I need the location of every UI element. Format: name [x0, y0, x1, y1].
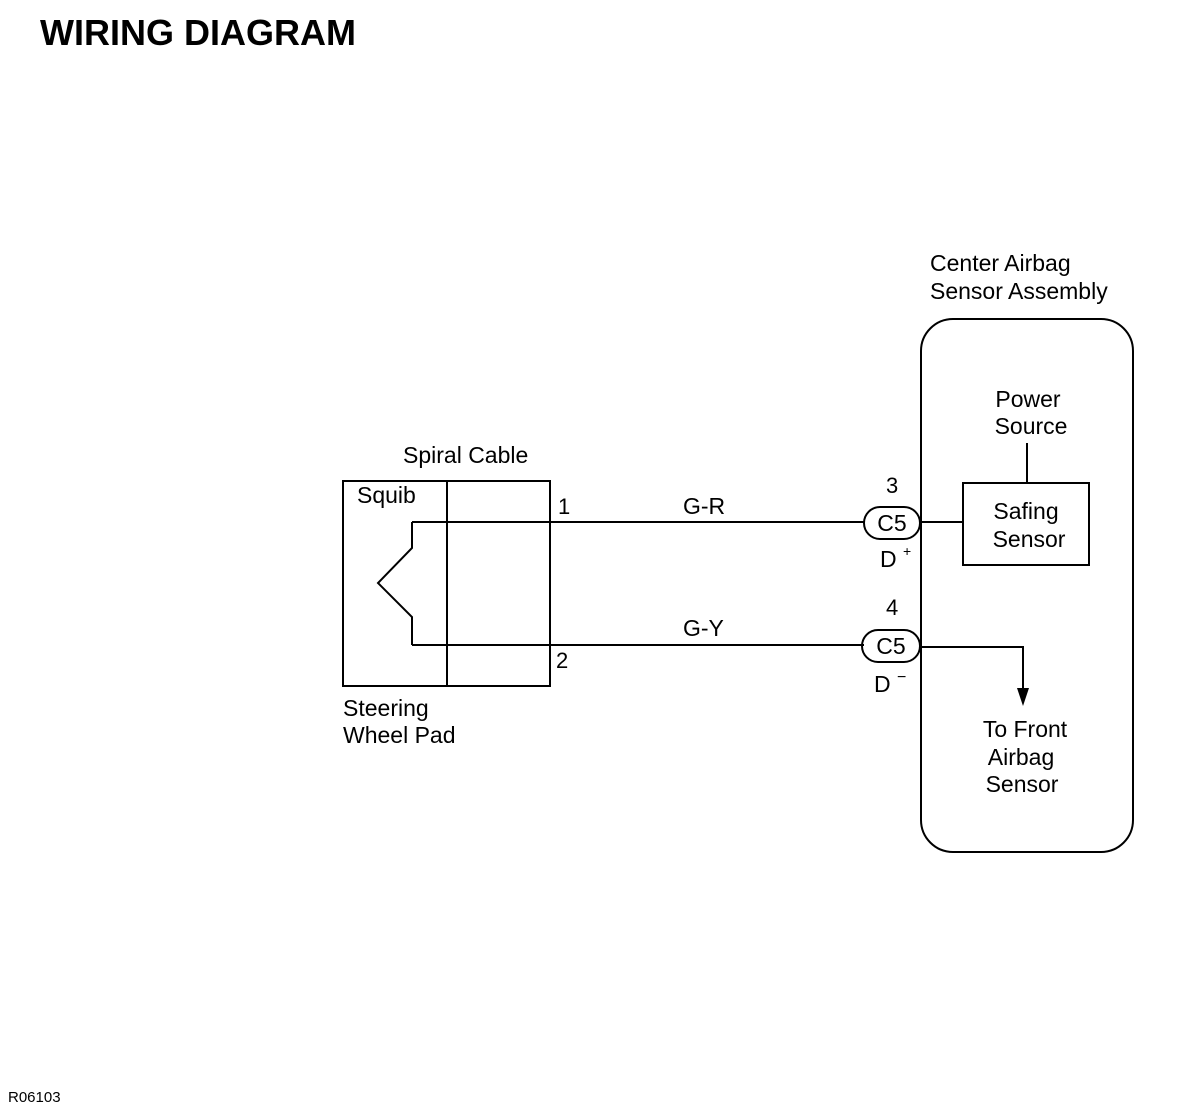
front-airbag-sensor-label-line2: Airbag — [988, 744, 1054, 770]
front-airbag-sensor-label-line1: To Front — [983, 716, 1068, 742]
down-arrow-icon — [1017, 688, 1029, 706]
center-airbag-sensor-label-line2: Sensor Assembly — [930, 278, 1108, 304]
wire-g-r: 1 G-R C5 3 D + — [412, 473, 921, 572]
front-airbag-sensor-line — [921, 646, 1024, 690]
pin-1-label: 1 — [558, 494, 570, 519]
terminal-minus-sign: − — [897, 669, 906, 686]
wire-g-y-color-label: G-Y — [683, 615, 724, 641]
connector-c5-label: C5 — [877, 510, 906, 536]
terminal-d-plus-label: D — [880, 546, 897, 572]
center-airbag-sensor-assembly: Center Airbag Sensor Assembly Power Sour… — [920, 250, 1134, 853]
pin-2-label: 2 — [556, 648, 568, 673]
pin-4-label: 4 — [886, 595, 898, 620]
pin-3-label: 3 — [886, 473, 898, 498]
steering-wheel-pad-label-line2: Wheel Pad — [343, 722, 456, 748]
spiral-cable-label: Spiral Cable — [403, 442, 528, 468]
steering-wheel-pad-block: Squib Spiral Cable Steering Wheel Pad — [342, 442, 551, 748]
safing-sensor-box — [962, 482, 1090, 566]
steering-wheel-pad-label-line1: Steering — [343, 695, 429, 721]
center-airbag-sensor-box — [920, 318, 1134, 853]
safing-sensor-label-line1: Safing — [993, 498, 1058, 524]
front-airbag-sensor-label-line3: Sensor — [986, 771, 1059, 797]
figure-code: R06103 — [8, 1089, 61, 1106]
center-airbag-sensor-label-line1: Center Airbag — [930, 250, 1071, 276]
terminal-plus-sign: + — [903, 543, 911, 559]
squib-symbol — [376, 522, 413, 645]
power-source-label-line1: Power — [995, 386, 1061, 412]
power-source-label-line2: Source — [995, 413, 1068, 439]
wire-g-r-color-label: G-R — [683, 493, 725, 519]
wire-g-y: 2 G-Y C5 4 D − — [412, 595, 921, 697]
diagram-title: WIRING DIAGRAM — [40, 12, 356, 53]
safing-sensor-label-line2: Sensor — [993, 526, 1066, 552]
connector-c5-label-2: C5 — [876, 633, 905, 659]
squib-label: Squib — [357, 482, 416, 508]
terminal-d-minus-label: D — [874, 671, 891, 697]
